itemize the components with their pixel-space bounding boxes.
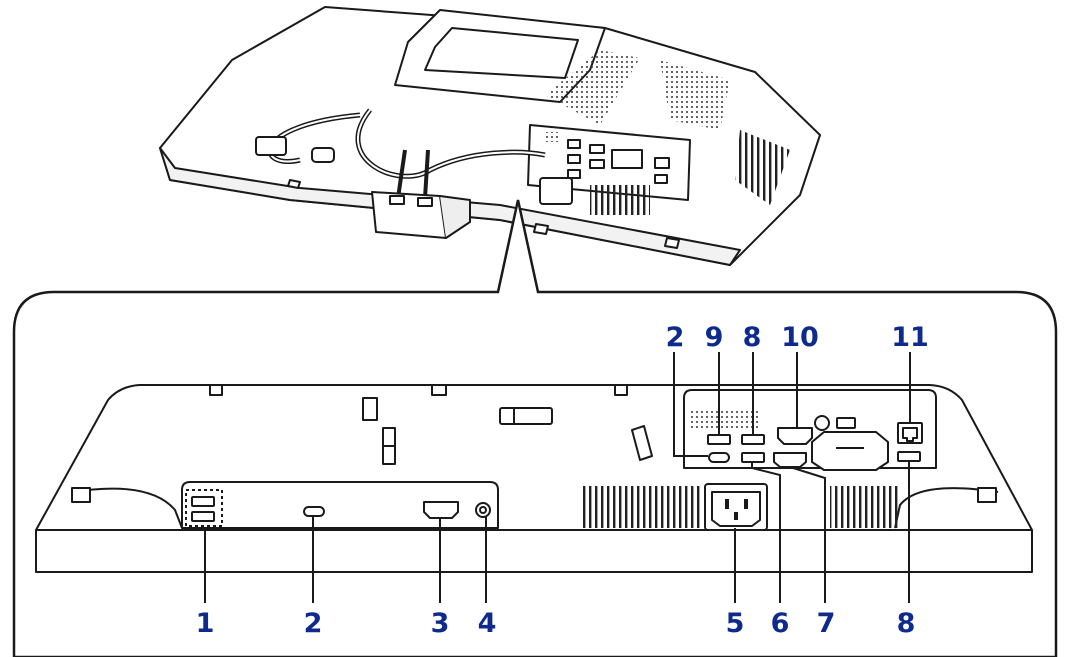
pc-rear-overview-icon xyxy=(159,6,821,266)
callout-4: 4 xyxy=(478,608,497,639)
callout-1: 1 xyxy=(196,608,215,639)
callout-2-top: 2 xyxy=(666,322,685,353)
rear-panel-zoom xyxy=(35,384,1033,573)
callout-10: 10 xyxy=(781,322,819,353)
callout-5: 5 xyxy=(726,608,745,639)
callout-2: 2 xyxy=(304,608,323,639)
callout-3: 3 xyxy=(431,608,450,639)
callout-9: 9 xyxy=(705,322,724,353)
callout-11: 11 xyxy=(891,322,929,353)
callout-8-top: 8 xyxy=(743,322,762,353)
callout-7: 7 xyxy=(817,608,836,639)
callout-8-bottom: 8 xyxy=(897,608,916,639)
callout-6: 6 xyxy=(771,608,790,639)
leader-lines xyxy=(204,352,911,603)
